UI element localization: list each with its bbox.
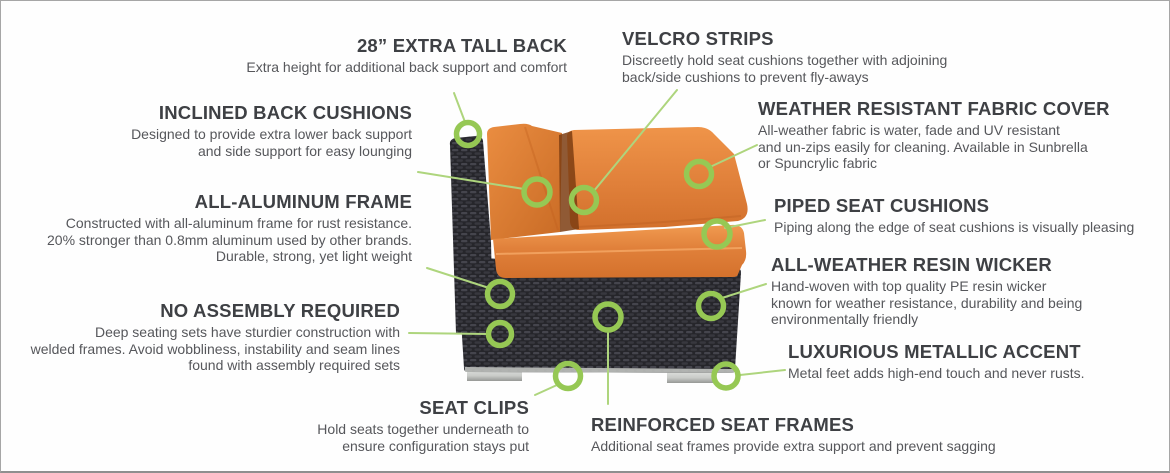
connector-velcro (592, 89, 678, 193)
callout-title: REINFORCED SEAT FRAMES (591, 414, 855, 435)
marker-piped (701, 218, 733, 250)
connector-weather (709, 144, 758, 168)
back-cushion-right-bottom-seam (576, 215, 742, 228)
callout-weather-resistant-fabric: WEATHER RESISTANT FABRIC COVER All-weath… (758, 98, 1163, 172)
marker-inclined (521, 176, 553, 208)
callout-luxurious-metallic-accent: LUXURIOUS METALLIC ACCENT Metal feet add… (788, 341, 1168, 382)
callout-all-weather-resin-wicker: ALL-WEATHER RESIN WICKER Hand-woven with… (771, 254, 1161, 328)
connector-tall-back (453, 92, 466, 123)
callout-title: 28” EXTRA TALL BACK (356, 35, 567, 56)
callout-title: LUXURIOUS METALLIC ACCENT (788, 341, 1081, 362)
callout-title: NO ASSEMBLY REQUIRED (160, 300, 400, 321)
feature-markers (453, 119, 741, 392)
marker-velcro (568, 184, 600, 216)
callout-desc: All-weather fabric is water, fade and UV… (758, 122, 1088, 171)
callout-reinforced-seat-frames: REINFORCED SEAT FRAMES Additional seat f… (591, 414, 1111, 455)
callout-inclined-back-cushions: INCLINED BACK CUSHIONS Designed to provi… (12, 102, 412, 159)
connector-inclined (417, 171, 525, 190)
callout-desc: Constructed with all-aluminum frame for … (47, 215, 412, 264)
callout-title: PIPED SEAT CUSHIONS (774, 195, 990, 216)
connector-no-assembly (408, 332, 488, 335)
callout-title: VELCRO STRIPS (622, 28, 774, 49)
callout-title: ALL-ALUMINUM FRAME (194, 191, 412, 212)
connector-metallic (739, 369, 786, 376)
base-bottom-edge (465, 367, 734, 373)
connector-piped (724, 219, 766, 229)
callout-all-aluminum-frame: ALL-ALUMINUM FRAME Constructed with all-… (1, 191, 412, 265)
callout-desc: Extra height for additional back support… (246, 59, 567, 75)
connector-aluminum (426, 267, 490, 289)
marker-reinforced (592, 301, 624, 333)
back-cushion-left (487, 123, 562, 240)
callout-desc: Designed to provide extra lower back sup… (131, 126, 412, 159)
callout-desc: Hand-woven with top quality PE resin wic… (771, 278, 1083, 327)
marker-tall-back (453, 119, 483, 149)
marker-metallic (711, 361, 741, 391)
marker-no-assembly (485, 319, 515, 349)
callout-piped-seat-cushions: PIPED SEAT CUSHIONS Piping along the edg… (774, 195, 1169, 236)
callout-title: SEAT CLIPS (419, 397, 529, 418)
wicker-base (457, 257, 741, 373)
seat-cushion-piping (495, 247, 743, 255)
marker-weather (683, 158, 715, 190)
back-cushion-right (567, 127, 748, 230)
callout-desc: Metal feet adds high-end touch and never… (788, 365, 1085, 381)
connector-resin (721, 283, 767, 299)
callout-title: WEATHER RESISTANT FABRIC COVER (758, 98, 1110, 119)
marker-resin (695, 290, 727, 322)
callout-desc: Discreetly hold seat cushions together w… (622, 52, 948, 85)
metal-foot-right (667, 370, 715, 383)
connector-lines (408, 89, 786, 405)
callout-desc: Additional seat frames provide extra sup… (591, 438, 996, 454)
callout-velcro-strips: VELCRO STRIPS Discreetly hold seat cushi… (622, 28, 1042, 85)
callout-title: ALL-WEATHER RESIN WICKER (771, 254, 1052, 275)
callout-desc: Deep seating sets have sturdier construc… (30, 324, 400, 373)
marker-seat-clips (552, 360, 584, 392)
callout-seat-clips: SEAT CLIPS Hold seats together underneat… (229, 397, 529, 454)
callout-desc: Piping along the edge of seat cushions i… (774, 219, 1135, 235)
connector-seat-clips (534, 384, 558, 396)
callout-desc: Hold seats together underneath to ensure… (317, 421, 529, 454)
marker-aluminum (484, 278, 516, 310)
sofa-product-image (449, 123, 748, 383)
callout-extra-tall-back: 28” EXTRA TALL BACK Extra height for add… (167, 35, 567, 76)
callout-title: INCLINED BACK CUSHIONS (158, 102, 412, 123)
callout-no-assembly-required: NO ASSEMBLY REQUIRED Deep seating sets h… (1, 300, 400, 374)
